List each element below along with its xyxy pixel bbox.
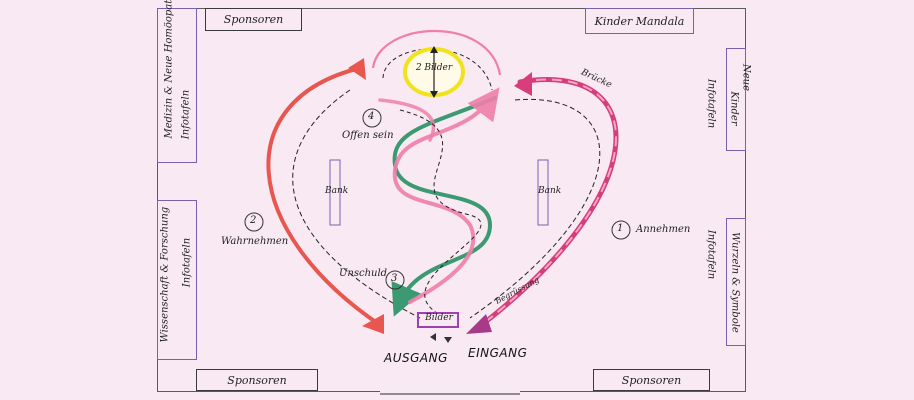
right-arrow-head-bottom [466, 314, 492, 334]
right-arrow-head-top [514, 72, 532, 96]
helix-dashed [399, 109, 482, 316]
right-dashed-path [469, 98, 601, 319]
pink-spiral [392, 87, 500, 304]
exit-label: AUSGANG [384, 351, 448, 365]
left-arrow-head-bottom [362, 314, 384, 334]
right-heart-arrow-highlight [474, 78, 617, 331]
step1-number: 1 [617, 223, 624, 234]
kinder-mandala-box: Kinder Mandala [585, 8, 694, 34]
pink-spiral-left-start [378, 98, 436, 142]
bilder-entrance-box [417, 312, 459, 328]
left-arrow-head-top [348, 58, 366, 80]
step4-number: 4 [368, 111, 375, 122]
bench-right-label: Bank [538, 186, 562, 196]
panel-right-top [726, 48, 746, 151]
bilder-oval-label: 2 Bilder [415, 63, 453, 73]
step2-number: 2 [250, 215, 257, 226]
step4-label: Offen sein [342, 130, 394, 141]
step1-circle [611, 220, 631, 240]
panel-left-top [157, 8, 197, 163]
step3-number: 3 [391, 273, 398, 284]
left-heart-arrow [266, 66, 382, 327]
top-arc [371, 30, 502, 76]
sponsor-box-bottom-left: Sponsoren [196, 369, 318, 391]
step1-label: Annehmen [636, 224, 691, 235]
bilder-entrance-label: Bilder [425, 313, 453, 323]
sponsor-box-bottom-right: Sponsoren [593, 369, 710, 391]
green-spiral [391, 96, 497, 317]
step3-label: Unschuld [339, 268, 388, 279]
step4-circle [362, 108, 382, 128]
entrance-label: EINGANG [468, 346, 528, 360]
step3-circle [385, 270, 405, 290]
step2-circle [244, 212, 264, 232]
panel-right-bottom [726, 218, 746, 346]
bench-left [329, 159, 341, 226]
bench-left-label: Bank [325, 186, 349, 196]
bench-right [537, 159, 549, 226]
step2-label: Wahrnehmen [221, 236, 289, 247]
sponsor-box-top-left: Sponsoren [205, 8, 302, 31]
panel-left-bottom [157, 200, 197, 360]
left-dashed-path [292, 89, 421, 319]
